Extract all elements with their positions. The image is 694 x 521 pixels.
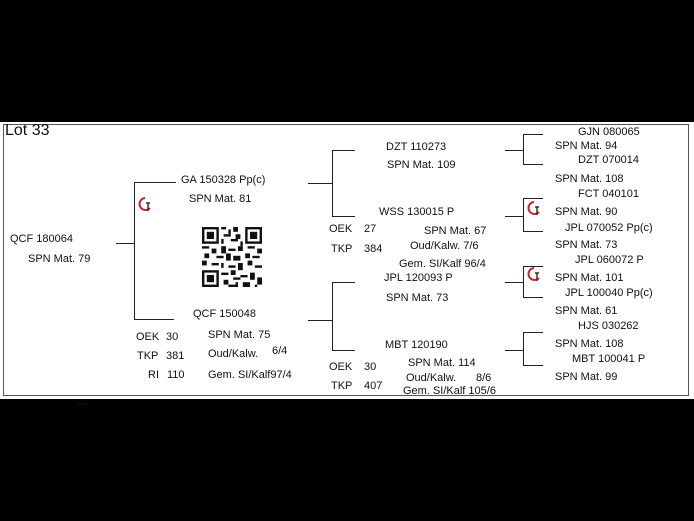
grandsire-sire-sire: SPN Mat. 109 [387, 159, 456, 171]
connector [523, 134, 543, 135]
grandsire-dam-stat-label: OEK [329, 223, 353, 235]
connector [523, 198, 543, 199]
connector [332, 350, 355, 351]
gen4-entry: JPL 060072 P [575, 254, 644, 266]
qr-code-icon [202, 227, 262, 287]
connector [523, 266, 524, 297]
granddam-dam-stat-label: OEK [329, 361, 353, 373]
connector [523, 332, 524, 365]
gen4-entry: GJN 080065 [578, 126, 640, 138]
grandsire-dam-gem-si: Gem. SI/Kalf 96/4 [399, 258, 486, 270]
cutoff-text: ... [78, 396, 86, 406]
gen4-entry: SPN Mat. 108 [555, 173, 624, 185]
gen4-entry: SPN Mat. 61 [555, 305, 618, 317]
connector [523, 332, 543, 333]
connector [523, 266, 543, 267]
gen4-entry: SPN Mat. 108 [555, 338, 624, 350]
dam-stat-label: RI [148, 369, 159, 381]
gen4-entry: FCT 040101 [578, 188, 639, 200]
granddam-dam-oud-kalw: Oud/Kalw. [406, 372, 457, 384]
gen4-entry: JPL 100040 Pp(c) [565, 287, 653, 299]
connector [523, 164, 543, 165]
gen4-entry: DZT 070014 [578, 154, 639, 166]
breeder-logo-icon [527, 267, 540, 281]
connector [308, 183, 332, 184]
gen4-entry: HJS 030262 [578, 320, 639, 332]
connector [523, 365, 543, 366]
gen4-entry: JPL 070052 Pp(c) [565, 222, 653, 234]
grandsire-dam-oud-kalw: Oud/Kalw. 7/6 [410, 240, 479, 252]
connector [134, 182, 176, 183]
connector [505, 150, 523, 151]
gen4-entry: SPN Mat. 101 [555, 272, 624, 284]
gen4-entry: SPN Mat. 99 [555, 371, 618, 383]
dam-stat-label: OEK [136, 331, 160, 343]
granddam-dam-gem-si: Gem. SI/Kalf 105/6 [403, 385, 496, 397]
granddam-dam-stat-label: TKP [331, 380, 353, 392]
connector [332, 282, 333, 350]
connector [308, 320, 332, 321]
breeder-logo-icon [527, 201, 540, 215]
connector [116, 243, 134, 244]
grandsire-dam-stat-value: 384 [364, 243, 383, 255]
connector [505, 350, 523, 351]
gen4-entry: SPN Mat. 94 [555, 140, 618, 152]
connector [332, 150, 355, 151]
granddam-dam-id: MBT 120190 [385, 339, 448, 351]
dam-id: QCF 150048 [193, 308, 256, 320]
granddam-dam-sire: SPN Mat. 114 [408, 357, 476, 369]
granddam-dam-stat-value: 30 [364, 361, 377, 373]
connector [505, 282, 523, 283]
grandsire-dam-sire: SPN Mat. 67 [424, 225, 487, 237]
connector [523, 134, 524, 164]
grandsire-dam-stat-value: 27 [364, 223, 377, 235]
connector [332, 150, 333, 216]
grandsire-dam-stat-label: TKP [331, 243, 353, 255]
dam-oud-kalw: Oud/Kalw. [208, 348, 259, 360]
granddam-dam-stat-value: 407 [364, 380, 383, 392]
subject-id: QCF 180064 [10, 233, 73, 245]
connector [332, 216, 355, 217]
connector [523, 231, 543, 232]
sire-id: GA 150328 Pp(c) [181, 174, 266, 186]
dam-stat-value: 30 [166, 331, 179, 343]
pedigree-frame [3, 124, 689, 396]
dam-stat-value: 381 [166, 350, 185, 362]
pedigree-sheet: Lot 33 QCF 180064 SPN Mat. 79 GA 150328 … [0, 122, 694, 406]
dam-gem-si: Gem. SI/Kalf97/4 [208, 369, 292, 381]
connector [332, 282, 355, 283]
connector [523, 297, 543, 298]
connector [134, 319, 174, 320]
connector [505, 216, 523, 217]
sire-sire: SPN Mat. 81 [189, 193, 252, 205]
gen4-entry: MBT 100041 P [572, 353, 646, 365]
lot-title: Lot 33 [5, 122, 50, 139]
dam-stat-value: 110 [167, 369, 185, 381]
subject-dam-sire: SPN Mat. 79 [28, 253, 91, 265]
breeder-logo-icon [138, 197, 151, 211]
grandsire-sire-id: DZT 110273 [386, 141, 447, 153]
grandsire-dam-id: WSS 130015 P [379, 206, 455, 218]
dam-stat-label: TKP [137, 350, 159, 362]
dam-oud-kalw-value: 6/4 [272, 345, 288, 357]
gen4-entry: SPN Mat. 73 [555, 239, 618, 251]
dam-dam-sire: SPN Mat. 75 [208, 329, 271, 341]
granddam-dam-oud-kalw-value: 8/6 [476, 372, 492, 384]
connector [523, 198, 524, 231]
gen4-entry: SPN Mat. 90 [555, 206, 618, 218]
connector [134, 182, 135, 319]
granddam-sire-id: JPL 120093 P [384, 272, 453, 284]
granddam-sire-sire: SPN Mat. 73 [386, 292, 449, 304]
